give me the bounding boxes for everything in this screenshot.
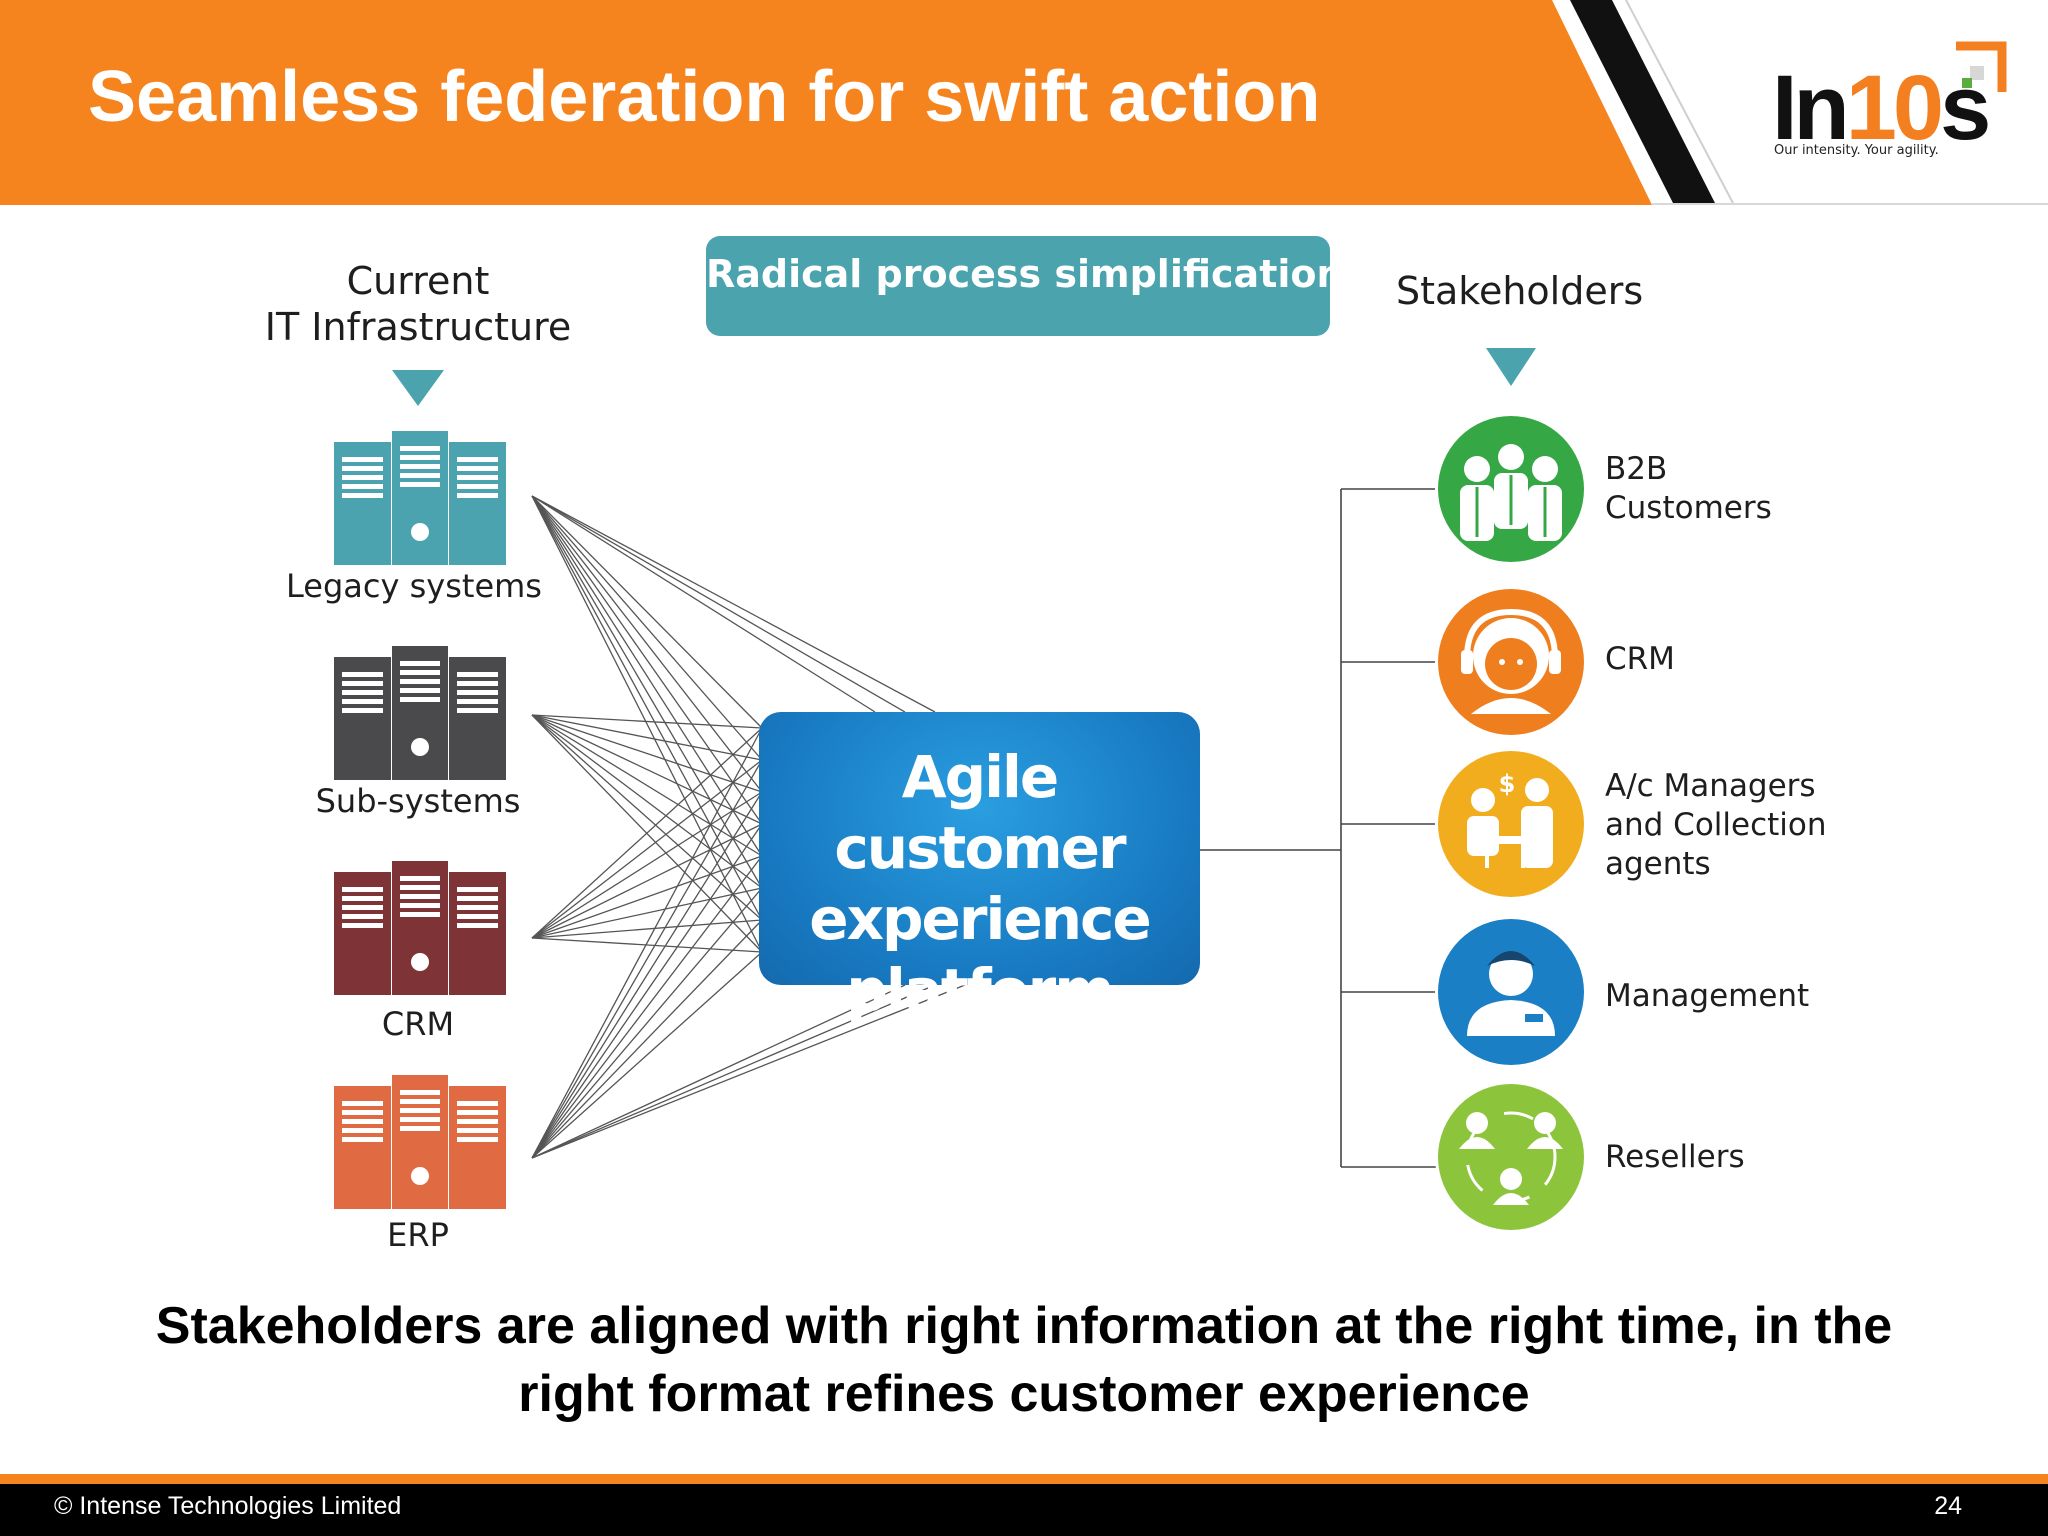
- connector-line: [531, 951, 763, 1159]
- banner-label: Radical process simplification: [706, 252, 1344, 296]
- stakeholder-label-b2b-line-2: Customers: [1605, 490, 1772, 526]
- footer-accent-bar: [0, 1474, 2048, 1484]
- server-rack-icon: [334, 646, 506, 780]
- connector-line: [531, 714, 763, 729]
- server-rack-icon: [334, 1075, 506, 1209]
- tagline-line-2: right format refines customer experience: [518, 1365, 1530, 1423]
- connector-line: [531, 495, 763, 857]
- stakeholder-label-collection: A/c Managers and Collection agents: [1605, 767, 1827, 884]
- connector-line: [531, 791, 763, 939]
- left-heading: Current IT Infrastructure: [265, 258, 572, 350]
- connector-line: [531, 495, 763, 953]
- connector-line: [531, 919, 763, 1159]
- connector-line: [531, 727, 763, 1159]
- connector-line: [531, 823, 763, 939]
- platform-box: [759, 712, 1200, 985]
- logo-mark-icon: [1956, 41, 2007, 92]
- stakeholder-label-collection-line-3: agents: [1605, 846, 1711, 882]
- page-title: Seamless federation for swift action: [88, 57, 1321, 137]
- connector-line: [531, 984, 966, 1159]
- connector-line: [531, 714, 763, 761]
- footer-copyright: © Intense Technologies Limited: [54, 1492, 402, 1520]
- connector-line: [531, 495, 763, 889]
- platform-label-line-3: platform: [846, 956, 1114, 1024]
- connector-line: [531, 714, 763, 825]
- connector-line: [531, 714, 763, 921]
- left-heading-line-1: Current: [346, 259, 490, 303]
- headset-agent-icon: [1435, 586, 1587, 738]
- reseller-network-icon: [1435, 1081, 1587, 1233]
- server-rack-icon: [334, 431, 506, 565]
- source-label-erp: ERP: [387, 1216, 449, 1254]
- logo-text-suffix: s: [1940, 57, 1991, 159]
- stakeholder-label-b2b: B2B Customers: [1605, 450, 1772, 528]
- connector-line: [531, 887, 763, 939]
- server-rack-icon: [334, 861, 506, 995]
- stakeholder-label-crm: CRM: [1605, 640, 1675, 679]
- connector-line: [531, 495, 763, 921]
- source-label-subsystems: Sub-systems: [315, 782, 521, 820]
- company-logo: In10s: [1772, 62, 1991, 154]
- stakeholder-label-b2b-line-1: B2B: [1605, 451, 1668, 487]
- source-label-legacy: Legacy systems: [286, 567, 542, 605]
- stakeholder-label-resellers: Resellers: [1605, 1138, 1745, 1177]
- connector-line: [531, 727, 763, 939]
- connector-line: [531, 855, 763, 939]
- manager-icon: [1435, 916, 1587, 1068]
- connector-line: [531, 791, 763, 1159]
- stakeholder-label-resellers-line-1: Resellers: [1605, 1139, 1745, 1175]
- source-label-crm: CRM: [381, 1005, 455, 1043]
- connector-line: [531, 887, 763, 1159]
- right-heading: Stakeholders: [1396, 269, 1644, 313]
- svg-text:$: $: [1499, 770, 1516, 798]
- business-group-icon: [1435, 413, 1587, 565]
- connector-line: [531, 495, 906, 713]
- tagline-line-1: Stakeholders are aligned with right info…: [155, 1297, 1893, 1355]
- connector-line: [531, 714, 763, 793]
- header-orange-band: [0, 0, 1652, 205]
- connector-line: [531, 495, 763, 729]
- simplification-banner: [706, 236, 1330, 336]
- left-pointer-triangle: [392, 370, 444, 406]
- platform-label-line-1: Agile customer: [834, 743, 1126, 882]
- stakeholder-label-management: Management: [1605, 977, 1809, 1016]
- stakeholder-bracket: [1200, 488, 1436, 1168]
- connector-line: [531, 714, 763, 889]
- connector-line: [531, 495, 936, 713]
- stakeholder-label-collection-line-1: A/c Managers: [1605, 768, 1816, 804]
- logo-text-number: 10: [1845, 57, 1944, 159]
- stakeholder-label-collection-line-2: and Collection: [1605, 807, 1827, 843]
- connector-line: [531, 855, 763, 1159]
- connector-line: [531, 759, 763, 939]
- logo-tagline: Our intensity. Your agility.: [1774, 143, 1939, 158]
- connector-line: [531, 714, 763, 857]
- footer-page-number: 24: [1934, 1492, 1962, 1520]
- connector-line: [531, 495, 876, 713]
- connector-line: [531, 759, 763, 1159]
- stakeholder-label-crm-line-1: CRM: [1605, 641, 1675, 677]
- platform-label: Agile customer experience platform: [759, 742, 1200, 1026]
- stakeholder-label-management-line-1: Management: [1605, 978, 1810, 1014]
- header-black-stripe: [1570, 0, 1716, 205]
- header-grey-line: [1625, 0, 1735, 206]
- connector-line: [531, 495, 763, 793]
- footer-bar: [0, 1484, 2048, 1536]
- platform-label-line-2: experience: [809, 885, 1151, 953]
- left-heading-line-2: IT Infrastructure: [264, 305, 572, 349]
- logo-text-prefix: In: [1772, 57, 1850, 159]
- source-connector-lines: [531, 495, 966, 1159]
- connector-line: [531, 495, 763, 761]
- connector-line: [531, 823, 763, 1159]
- collection-meeting-icon: $: [1435, 748, 1587, 900]
- connector-line: [531, 919, 763, 939]
- right-pointer-triangle: [1486, 348, 1536, 386]
- summary-tagline: Stakeholders are aligned with right info…: [0, 1292, 2048, 1428]
- connector-line: [531, 984, 906, 1159]
- connector-line: [531, 984, 936, 1159]
- connector-line: [531, 937, 763, 953]
- connector-line: [531, 495, 763, 825]
